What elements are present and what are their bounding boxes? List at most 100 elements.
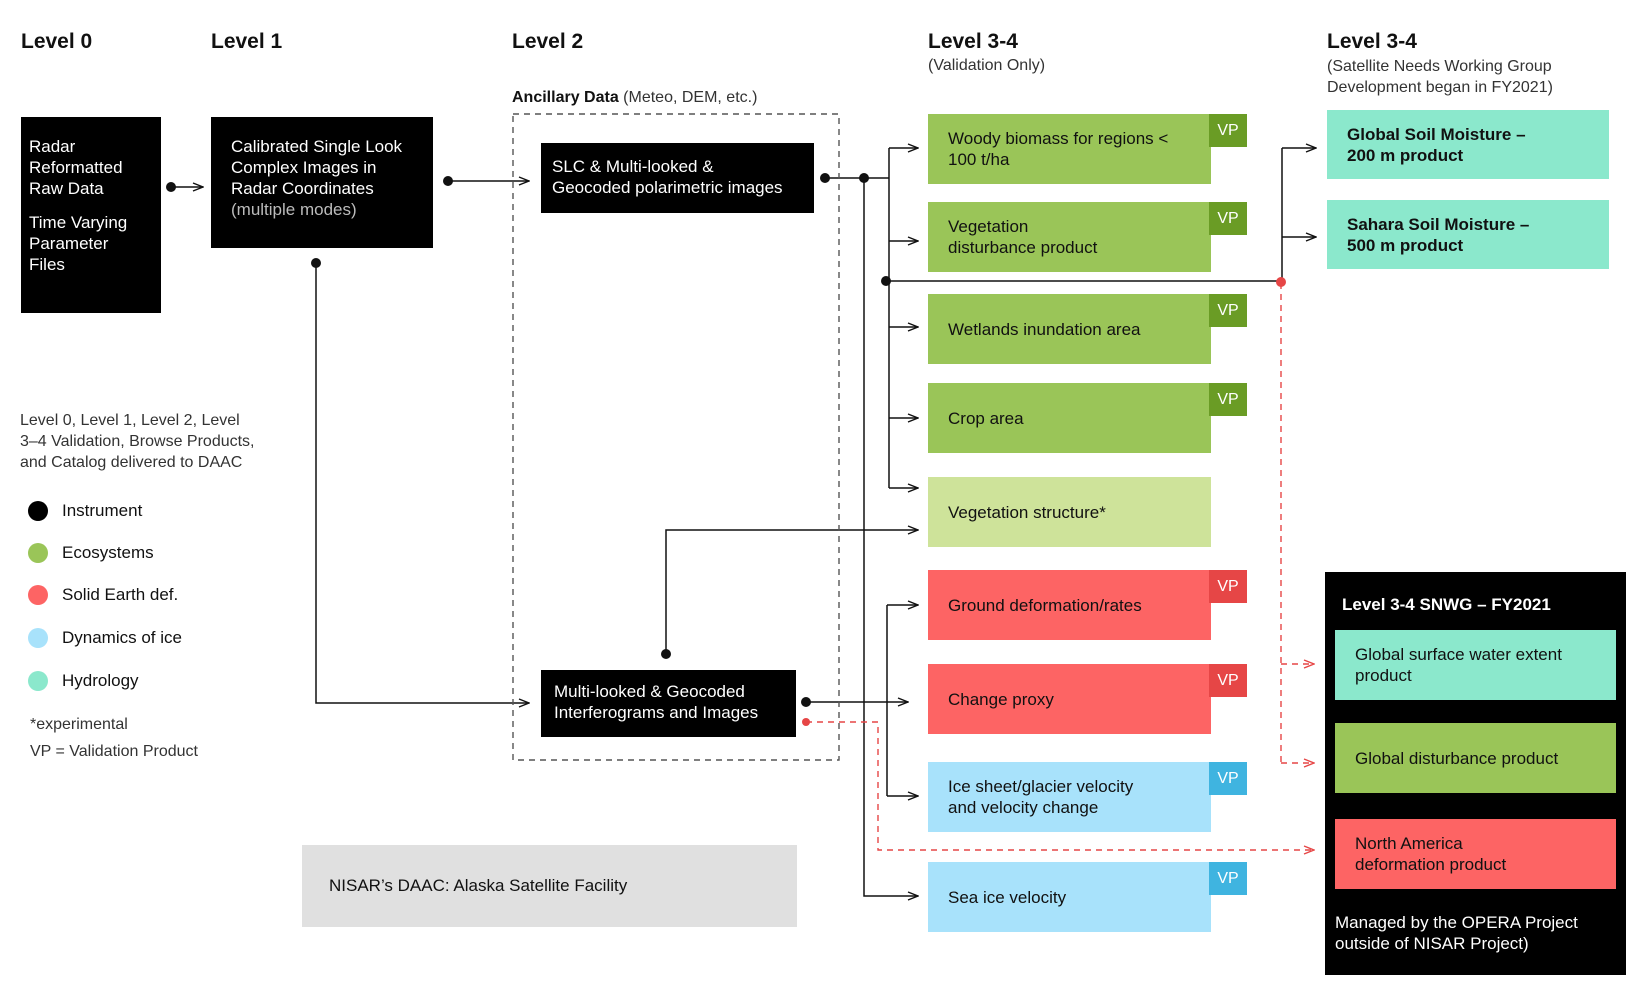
legend-item-instrument: Instrument — [28, 501, 142, 521]
level-0-line: Time Varying — [29, 213, 128, 232]
delivered-note-line: Level 0, Level 1, Level 2, Level — [20, 412, 240, 429]
snwg-footer-line: outside of NISAR Project) — [1335, 934, 1529, 953]
product-text: and velocity change — [948, 798, 1099, 817]
level-1-line: Calibrated Single Look — [231, 137, 403, 156]
level-0-heading: Level 0 — [21, 30, 93, 53]
product-text: deformation product — [1355, 855, 1507, 874]
level-34-validation-heading: Level 3-4 — [928, 30, 1018, 53]
level-2-heading: Level 2 — [512, 30, 584, 53]
legend-dot-icon — [28, 543, 48, 563]
product-vegetation-structure: Vegetation structure* — [928, 477, 1211, 547]
legend-dot-icon — [28, 585, 48, 605]
slc-line: SLC & Multi-looked & — [552, 157, 714, 176]
level-34-snwg-sub2: Development began in FY2021) — [1327, 79, 1553, 96]
product-text: Ice sheet/glacier velocity — [948, 777, 1134, 796]
product-text: 200 m product — [1347, 145, 1464, 165]
slc-line: Geocoded polarimetric images — [552, 178, 783, 197]
vp-badge: VP — [1209, 664, 1247, 697]
daac-box: NISAR’s DAAC: Alaska Satellite Facility — [302, 845, 797, 927]
ancillary-data-rest: (Meteo, DEM, etc.) — [618, 89, 758, 106]
product-text: Sea ice velocity — [948, 887, 1067, 907]
level-34-snwg-heading: Level 3-4 — [1327, 30, 1417, 53]
level-34-validation-subheading: (Validation Only) — [928, 57, 1046, 74]
vp-badge: VP — [1209, 383, 1247, 416]
product-text: 500 m product — [1347, 235, 1464, 255]
level-1-heading: Level 1 — [211, 30, 283, 53]
product-text: product — [1355, 666, 1412, 685]
snwg-footer-line: Managed by the OPERA Project — [1335, 913, 1578, 932]
slc-box: SLC & Multi-looked & Geocoded polarimetr… — [541, 143, 814, 213]
product-change-proxy: Change proxy — [928, 664, 1211, 734]
product-vegetation-disturbance: Vegetation disturbance product — [928, 202, 1211, 272]
level-0-line: Parameter — [29, 234, 109, 253]
level-0-line: Reformatted — [29, 158, 123, 177]
product-ground-deformation: Ground deformation/rates — [928, 570, 1211, 640]
product-global-soil-moisture: Global Soil Moisture –200 m product — [1327, 110, 1609, 179]
delivered-note: Level 0, Level 1, Level 2, Level 3–4 Val… — [20, 410, 255, 473]
product-text: Ground deformation/rates — [948, 595, 1142, 615]
product-text: Vegetation — [948, 217, 1029, 236]
product-text: Sahara Soil Moisture – — [1347, 214, 1530, 234]
snwg-panel-title: Level 3-4 SNWG – FY2021 — [1342, 595, 1551, 614]
product-text: Change proxy — [948, 689, 1054, 709]
product-crop-area: Crop area — [928, 383, 1211, 453]
delivered-note-line: 3–4 Validation, Browse Products, — [20, 433, 255, 450]
legend-label: Ecosystems — [62, 543, 154, 562]
legend-label: Solid Earth def. — [62, 585, 179, 604]
product-text: disturbance product — [948, 238, 1098, 257]
product-text: Global disturbance product — [1355, 748, 1559, 768]
experimental-note: *experimental — [30, 716, 128, 733]
interferograms-box: Multi-looked & Geocoded Interferograms a… — [541, 670, 796, 737]
product-sahara-soil-moisture: Sahara Soil Moisture –500 m product — [1327, 200, 1609, 269]
product-north-america-deformation: North America deformation product — [1335, 819, 1616, 889]
product-ice-sheet-velocity: Ice sheet/glacier velocity and velocity c… — [928, 762, 1211, 832]
legend-dot-icon — [28, 671, 48, 691]
level-0-line: Radar — [29, 137, 76, 156]
legend-item-hydrology: Hydrology — [28, 671, 139, 691]
product-text: Global surface water extent — [1355, 645, 1562, 664]
vp-definition: VP = Validation Product — [30, 743, 198, 760]
vp-badge: VP — [1209, 570, 1247, 603]
vp-badge: VP — [1209, 862, 1247, 895]
legend-item-dynamics-of-ice: Dynamics of ice — [28, 628, 182, 648]
legend-item-ecosystems: Ecosystems — [28, 543, 154, 563]
product-text: Vegetation structure* — [948, 502, 1106, 522]
ancillary-data-bold: Ancillary Data — [512, 89, 619, 106]
interferograms-line: Multi-looked & Geocoded — [554, 682, 745, 701]
product-woody-biomass: Woody biomass for regions < 100 t/ha — [928, 114, 1211, 184]
product-global-surface-water: Global surface water extent product — [1335, 630, 1616, 700]
legend-label: Hydrology — [62, 671, 139, 690]
level-1-line: Complex Images in — [231, 158, 377, 177]
daac-label: NISAR’s DAAC: Alaska Satellite Facility — [329, 876, 628, 895]
level-0-box: Radar Reformatted Raw Data Time Varying … — [21, 117, 161, 313]
product-global-disturbance: Global disturbance product — [1335, 723, 1616, 793]
product-text: Woody biomass for regions < — [948, 129, 1169, 148]
legend-item-solid-earth: Solid Earth def. — [28, 585, 178, 605]
level-1-box: Calibrated Single Look Complex Images in… — [211, 117, 433, 248]
product-text: Wetlands inundation area — [948, 319, 1141, 339]
delivered-note-line: and Catalog delivered to DAAC — [20, 454, 243, 471]
vp-badge: VP — [1209, 294, 1247, 327]
product-wetlands: Wetlands inundation area — [928, 294, 1211, 364]
legend-label: Instrument — [62, 501, 143, 520]
product-text: Crop area — [948, 408, 1024, 428]
product-text: North America — [1355, 834, 1463, 853]
level2-container — [512, 113, 840, 761]
product-text: 100 t/ha — [948, 150, 1010, 169]
level-0-line: Files — [29, 255, 65, 274]
level-1-line: Radar Coordinates — [231, 179, 374, 198]
legend-label: Dynamics of ice — [62, 628, 182, 647]
vp-badge: VP — [1209, 202, 1247, 235]
legend-dot-icon — [28, 628, 48, 648]
vp-badge: VP — [1209, 114, 1247, 147]
legend-dot-icon — [28, 501, 48, 521]
snwg-panel: Level 3-4 SNWG – FY2021 Global surface w… — [1325, 572, 1626, 975]
level-1-line: (multiple modes) — [231, 200, 357, 219]
snwg-panel-footer: Managed by the OPERA Project outside of … — [1335, 912, 1578, 954]
level-34-snwg-sub1: (Satellite Needs Working Group — [1327, 58, 1552, 75]
level-0-line: Raw Data — [29, 179, 104, 198]
interferograms-line: Interferograms and Images — [554, 703, 759, 722]
product-text: Global Soil Moisture – — [1347, 124, 1526, 144]
vp-badge: VP — [1209, 762, 1247, 795]
